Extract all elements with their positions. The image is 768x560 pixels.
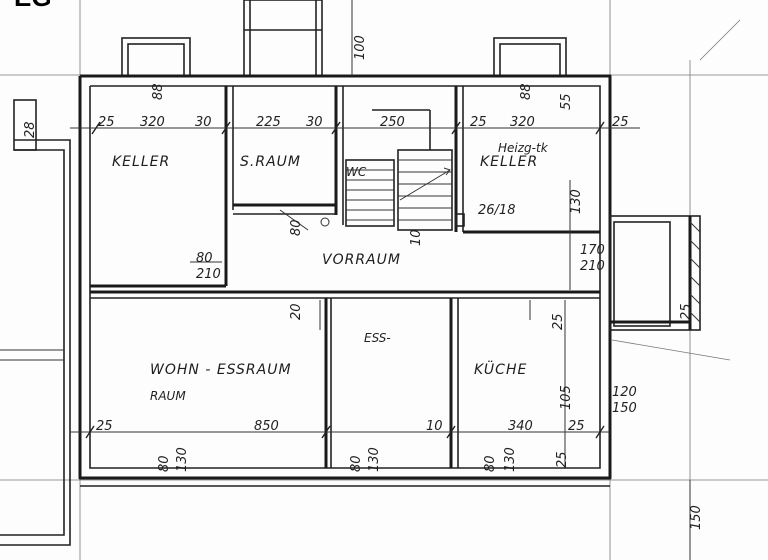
- right-annex: [609, 215, 701, 331]
- dim-vert-25-a: 25: [551, 313, 566, 330]
- dim-win-80-a: 80: [157, 455, 172, 472]
- dim-kueche-width: 340: [508, 419, 533, 434]
- dim-stair-10: 10: [409, 229, 424, 246]
- door-symbols: [190, 209, 531, 330]
- dim-sraum-width: 225: [256, 115, 281, 130]
- dim-vert-80: 80: [289, 219, 304, 236]
- dim-win-80-c: 80: [483, 455, 498, 472]
- room-note-heizung: Heizg-tk: [498, 141, 549, 155]
- dim-wohn-width: 850: [254, 419, 279, 434]
- dim-vert-100: 100: [353, 35, 368, 60]
- outer-walls: [78, 74, 612, 480]
- dim-vert-55: 55: [559, 93, 574, 110]
- dimension-lines: [70, 0, 691, 560]
- dim-vert-130: 130: [569, 189, 584, 214]
- dim-door-210: 210: [196, 267, 221, 282]
- dim-win-130-c: 130: [503, 447, 518, 472]
- dim-keller2-width: 320: [510, 115, 535, 130]
- dim-right-210: 210: [580, 259, 605, 274]
- dim-stair-width: 250: [380, 115, 405, 130]
- dim-right: 25: [612, 115, 629, 130]
- dim-keller-wall: 30: [195, 115, 212, 130]
- dim-vert-25-b: 25: [555, 451, 570, 468]
- dim-keller-width: 320: [140, 115, 165, 130]
- dim-sraum-wall: 30: [306, 115, 323, 130]
- dim-stair-step: 26/18: [478, 203, 515, 218]
- dim-win-130-b: 130: [367, 447, 382, 472]
- dim-top-left: 25: [98, 115, 115, 130]
- dim-bottom-150: 150: [689, 505, 704, 530]
- room-label-wohn-essraum: WOHN - ESSRAUM: [150, 362, 292, 378]
- dim-win-130-a: 130: [175, 447, 190, 472]
- interior-walls: [90, 86, 600, 468]
- dim-annex-25: 25: [679, 303, 694, 320]
- left-annex: [0, 99, 71, 546]
- room-label-wc: WC: [346, 165, 367, 179]
- room-label-keller-2: KELLER: [480, 154, 538, 170]
- staircase: [345, 109, 453, 231]
- room-label-raum: RAUM: [150, 389, 186, 403]
- dim-win-120: 120: [612, 385, 637, 400]
- plan-title: EG: [14, 0, 52, 12]
- dim-k-25: 25: [568, 419, 585, 434]
- dim-left-28: 28: [23, 121, 38, 138]
- dim-vert-105: 105: [559, 385, 574, 410]
- room-label-vorraum: VORRAUM: [322, 252, 401, 268]
- dim-bottom-left: 25: [96, 419, 113, 434]
- dim-door-20: 20: [289, 303, 304, 320]
- room-label-s-raum: S.RAUM: [240, 154, 301, 170]
- dim-right-170: 170: [580, 243, 605, 258]
- room-label-keller: KELLER: [112, 154, 170, 170]
- room-note-ess: ESS-: [364, 331, 391, 345]
- dim-k-10: 10: [426, 419, 443, 434]
- room-label-kueche: KÜCHE: [474, 360, 527, 378]
- dim-window-88-a: 88: [151, 83, 166, 100]
- dim-win-150: 150: [612, 401, 637, 416]
- dim-window-88-b: 88: [519, 83, 534, 100]
- dim-keller2-left: 25: [470, 115, 487, 130]
- dim-door-80: 80: [196, 251, 213, 266]
- dim-win-80-b: 80: [349, 455, 364, 472]
